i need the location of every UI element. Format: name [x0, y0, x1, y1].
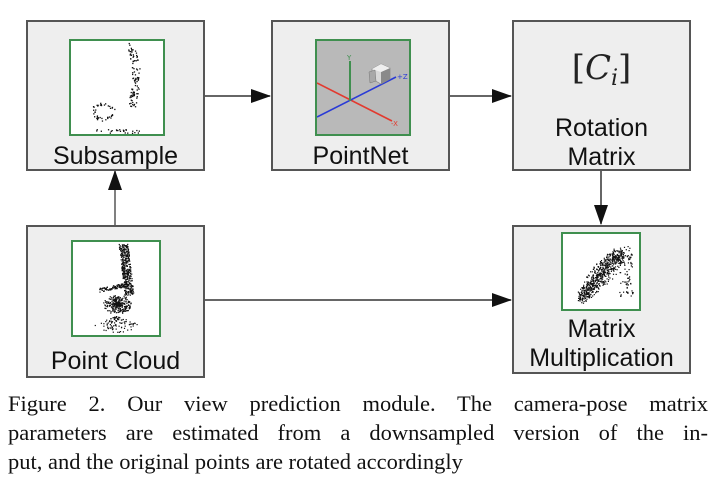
- matmul-label-line2: Multiplication: [529, 344, 674, 372]
- pointnet-node: Y +Z -X PointNet: [271, 20, 450, 171]
- subsampled-point-cloud-icon: [92, 42, 141, 134]
- point-dots: [94, 243, 138, 333]
- rotation-label-line1: Rotation: [554, 114, 649, 142]
- point-cloud-label: Point Cloud: [50, 347, 181, 375]
- rotation-matrix-node: [Ci] Rotation Matrix: [512, 20, 691, 171]
- matmul-label-line1: Matrix: [567, 315, 636, 343]
- axes-icon: Y +Z -X: [317, 54, 408, 128]
- camera-icon: [368, 63, 391, 85]
- rotated-point-cloud-icon: [577, 246, 634, 304]
- figure-caption: Figure 2. Our view prediction module. Th…: [8, 389, 708, 476]
- point-cloud-thumbnail: [71, 240, 161, 337]
- caption-line-2: parameters are estimated from a downsamp…: [8, 420, 708, 445]
- z-axis-line: [317, 76, 397, 118]
- subsample-thumbnail: [69, 39, 165, 136]
- pointnet-label: PointNet: [312, 142, 409, 170]
- z-axis-label: +Z: [397, 73, 408, 81]
- caption-line-3: put, and the original points are rotated…: [8, 449, 463, 474]
- rotation-label-line2: Matrix: [567, 143, 636, 171]
- rotation-matrix-symbol: [Ci]: [571, 48, 632, 91]
- subsample-node: Subsample: [26, 20, 205, 171]
- x-axis-label: -X: [391, 120, 398, 128]
- point-cloud-node: Point Cloud: [26, 225, 205, 378]
- x-axis-line: [317, 82, 393, 122]
- subsample-label: Subsample: [52, 142, 179, 170]
- caption-line-1: Figure 2. Our view prediction module. Th…: [8, 391, 708, 416]
- matrix-multiplication-thumbnail: [561, 232, 641, 311]
- dense-point-cloud-icon: [94, 243, 138, 333]
- matrix-multiplication-node: Matrix Multiplication: [512, 225, 691, 374]
- point-dots: [577, 246, 634, 304]
- pointnet-thumbnail: Y +Z -X: [315, 39, 411, 136]
- y-axis-label: Y: [346, 54, 352, 62]
- point-dots: [92, 42, 141, 134]
